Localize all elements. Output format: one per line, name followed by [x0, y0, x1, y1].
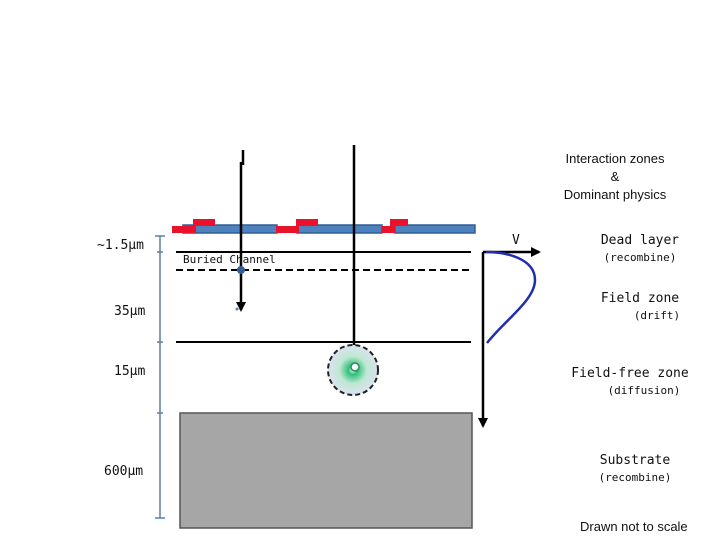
- gate-3: [382, 219, 408, 233]
- zone-name: Dead layer: [600, 233, 680, 248]
- substrate-block: [179, 412, 473, 529]
- zone-field-free: Field-free zone (diffusion): [560, 366, 700, 397]
- charge-cloud-core: [350, 362, 360, 372]
- zone-dead-layer: Dead layer (recombine): [585, 233, 695, 264]
- depth-label-fieldfree: 15µm: [114, 364, 146, 379]
- gate-structure: [172, 219, 476, 234]
- depth-label-substrate: 600µm: [104, 464, 144, 479]
- zone-field: Field zone (drift): [585, 291, 695, 322]
- zone-name: Field-free zone: [571, 366, 689, 381]
- header-line-2: &: [610, 169, 620, 184]
- zone-name: Field zone: [600, 291, 680, 306]
- depth-label-field: 35µm: [114, 304, 146, 319]
- track-2-end-dot: [235, 307, 239, 311]
- zone-substrate: Substrate (recombine): [580, 453, 690, 484]
- potential-profile: [485, 250, 537, 344]
- gate-2: [276, 219, 318, 233]
- header-line-1: Interaction zones: [565, 151, 665, 166]
- gate-1: [172, 219, 215, 233]
- zone-physics: (diffusion): [607, 384, 681, 397]
- zone-physics: (recombine): [598, 471, 672, 484]
- scale-footnote: Drawn not to scale: [580, 519, 688, 534]
- electrode-3: [394, 224, 476, 234]
- buried-channel-label: Buried Channel: [183, 253, 276, 266]
- header-line-3: Dominant physics: [563, 187, 667, 202]
- zones-header: Interaction zones & Dominant physics: [540, 150, 690, 204]
- depth-label-dead: ~1.5µm: [97, 238, 144, 253]
- zone-name: Substrate: [599, 453, 671, 468]
- voltage-label: V: [512, 233, 520, 248]
- zone-physics: (drift): [633, 309, 681, 322]
- depth-dimension-ticks: [155, 235, 165, 519]
- electrode-1: [182, 224, 278, 234]
- zone-physics: (recombine): [603, 251, 677, 264]
- electrode-2: [296, 224, 383, 234]
- buried-channel-charge: [237, 266, 245, 274]
